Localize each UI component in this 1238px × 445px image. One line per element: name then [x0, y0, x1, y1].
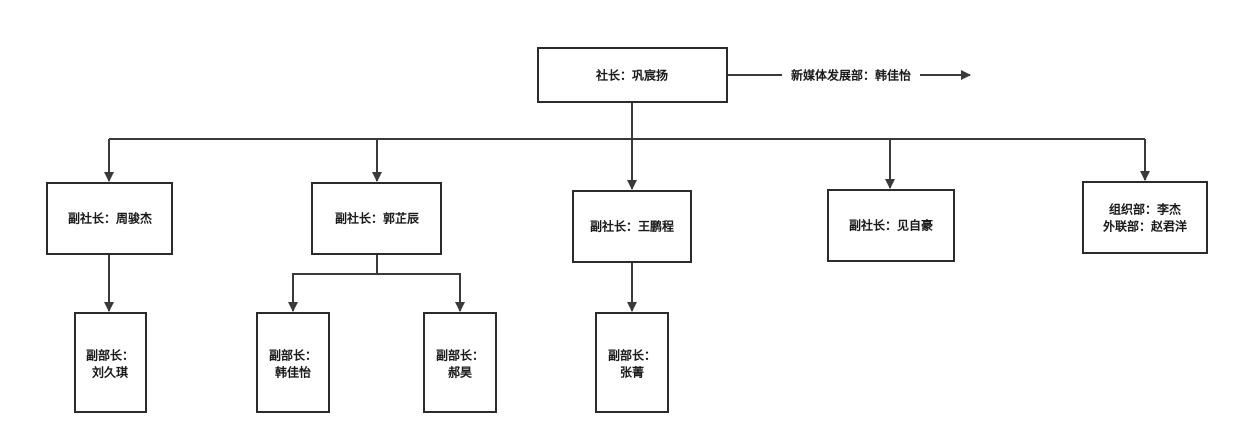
edge-guo-to-hao: [377, 273, 465, 312]
node-dm-liu-line-2: 刘久琪: [92, 365, 128, 380]
node-dm-zhang-line-2: 张菁: [620, 365, 644, 380]
node-vp-guo: 副社长：郭芷辰: [311, 182, 442, 255]
node-vp-zhou: 副社长：周骏杰: [46, 182, 173, 255]
node-dm-hao-line-1: 副部长：: [436, 348, 484, 363]
node-dm-han-line-2: 韩佳怡: [275, 365, 311, 380]
node-org-dept-line-1: 组织部：李杰: [1109, 202, 1181, 217]
edge-guo-to-han: [288, 254, 378, 312]
node-vp-wang: 副社长：王鹏程: [572, 190, 692, 263]
node-president: 社长：巩宸扬: [537, 47, 728, 103]
node-dm-liu: 副部长： 刘久琪: [74, 312, 147, 413]
node-vp-wang-line-1: 副社长：王鹏程: [590, 219, 674, 234]
node-vp-jian: 副社长：见自豪: [827, 189, 955, 262]
node-dm-hao-line-2: 郝昊: [448, 365, 472, 380]
node-org-dept: 组织部：李杰 外联部：赵君洋: [1082, 181, 1208, 254]
node-dm-hao: 副部长： 郝昊: [423, 312, 497, 413]
new-media-label-bg: [782, 66, 920, 84]
connectors: [104, 70, 1150, 312]
node-dm-zhang-line-1: 副部长：: [608, 348, 656, 363]
node-dm-liu-line-1: 副部长：: [86, 348, 134, 363]
node-president-line-1: 社长：巩宸扬: [595, 68, 668, 83]
node-vp-jian-line-1: 副社长：见自豪: [849, 218, 933, 233]
node-org-dept-line-2: 外联部：赵君洋: [1103, 219, 1187, 234]
node-dm-han-line-1: 副部长：: [269, 348, 317, 363]
node-vp-guo-line-1: 副社长：郭芷辰: [335, 211, 419, 226]
new-media-label: 新媒体发展部：韩佳怡: [791, 68, 911, 83]
node-vp-zhou-line-1: 副社长：周骏杰: [68, 211, 152, 226]
node-dm-zhang: 副部长： 张菁: [595, 312, 669, 413]
node-dm-han: 副部长： 韩佳怡: [256, 312, 330, 413]
